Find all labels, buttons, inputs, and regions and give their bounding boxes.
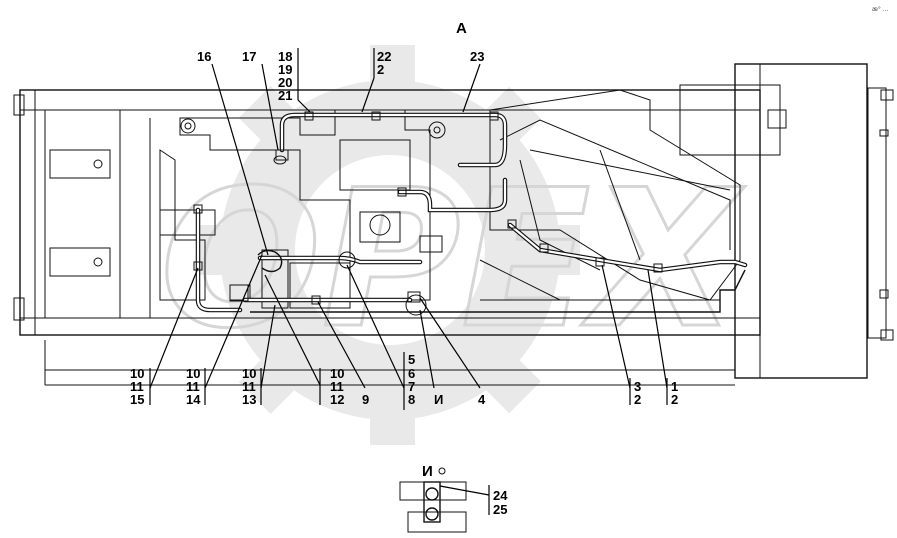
label-10-d: 10 <box>330 366 344 381</box>
label-I: И <box>434 392 443 407</box>
label-2-top: 2 <box>377 62 384 77</box>
label-2-a: 2 <box>634 392 641 407</box>
label-23: 23 <box>470 49 484 64</box>
label-25: 25 <box>493 502 507 517</box>
label-11-b: 11 <box>186 379 200 394</box>
label-19: 19 <box>278 62 292 77</box>
watermark-text: OPEX <box>160 149 746 370</box>
label-10-c: 10 <box>242 366 256 381</box>
engine-block <box>159 109 446 309</box>
label-11-d: 11 <box>330 379 344 394</box>
label-15: 15 <box>130 392 144 407</box>
label-3: 3 <box>634 379 641 394</box>
detail-title: И <box>422 463 433 480</box>
label-7: 7 <box>408 379 415 394</box>
label-5: 5 <box>408 352 415 367</box>
corner-mark: æ° ... <box>872 6 889 13</box>
view-title: А <box>456 20 467 37</box>
label-9: 9 <box>362 392 369 407</box>
label-14: 14 <box>186 392 201 407</box>
label-13: 13 <box>242 392 256 407</box>
label-21: 21 <box>278 88 292 103</box>
label-12: 12 <box>330 392 344 407</box>
transmission-assembly <box>479 89 741 301</box>
label-18: 18 <box>278 49 292 64</box>
label-24: 24 <box>493 488 508 503</box>
callout-labels: 16 17 18 19 20 21 22 2 23 10 11 15 10 11… <box>130 49 678 407</box>
label-16: 16 <box>197 49 211 64</box>
label-1: 1 <box>671 379 678 394</box>
label-4: 4 <box>478 392 486 407</box>
label-22: 22 <box>377 49 391 64</box>
label-20: 20 <box>278 75 292 90</box>
label-11-a: 11 <box>130 379 144 394</box>
label-8: 8 <box>408 392 415 407</box>
label-2-b: 2 <box>671 392 678 407</box>
leader-lines <box>149 48 668 410</box>
hydraulic-pipes <box>193 111 748 316</box>
label-17: 17 <box>242 49 256 64</box>
label-11-c: 11 <box>242 379 256 394</box>
label-10-b: 10 <box>186 366 200 381</box>
detail-view: И 24 25 <box>399 463 508 533</box>
label-10-a: 10 <box>130 366 144 381</box>
chassis-frame <box>13 63 894 386</box>
label-6: 6 <box>408 366 415 381</box>
